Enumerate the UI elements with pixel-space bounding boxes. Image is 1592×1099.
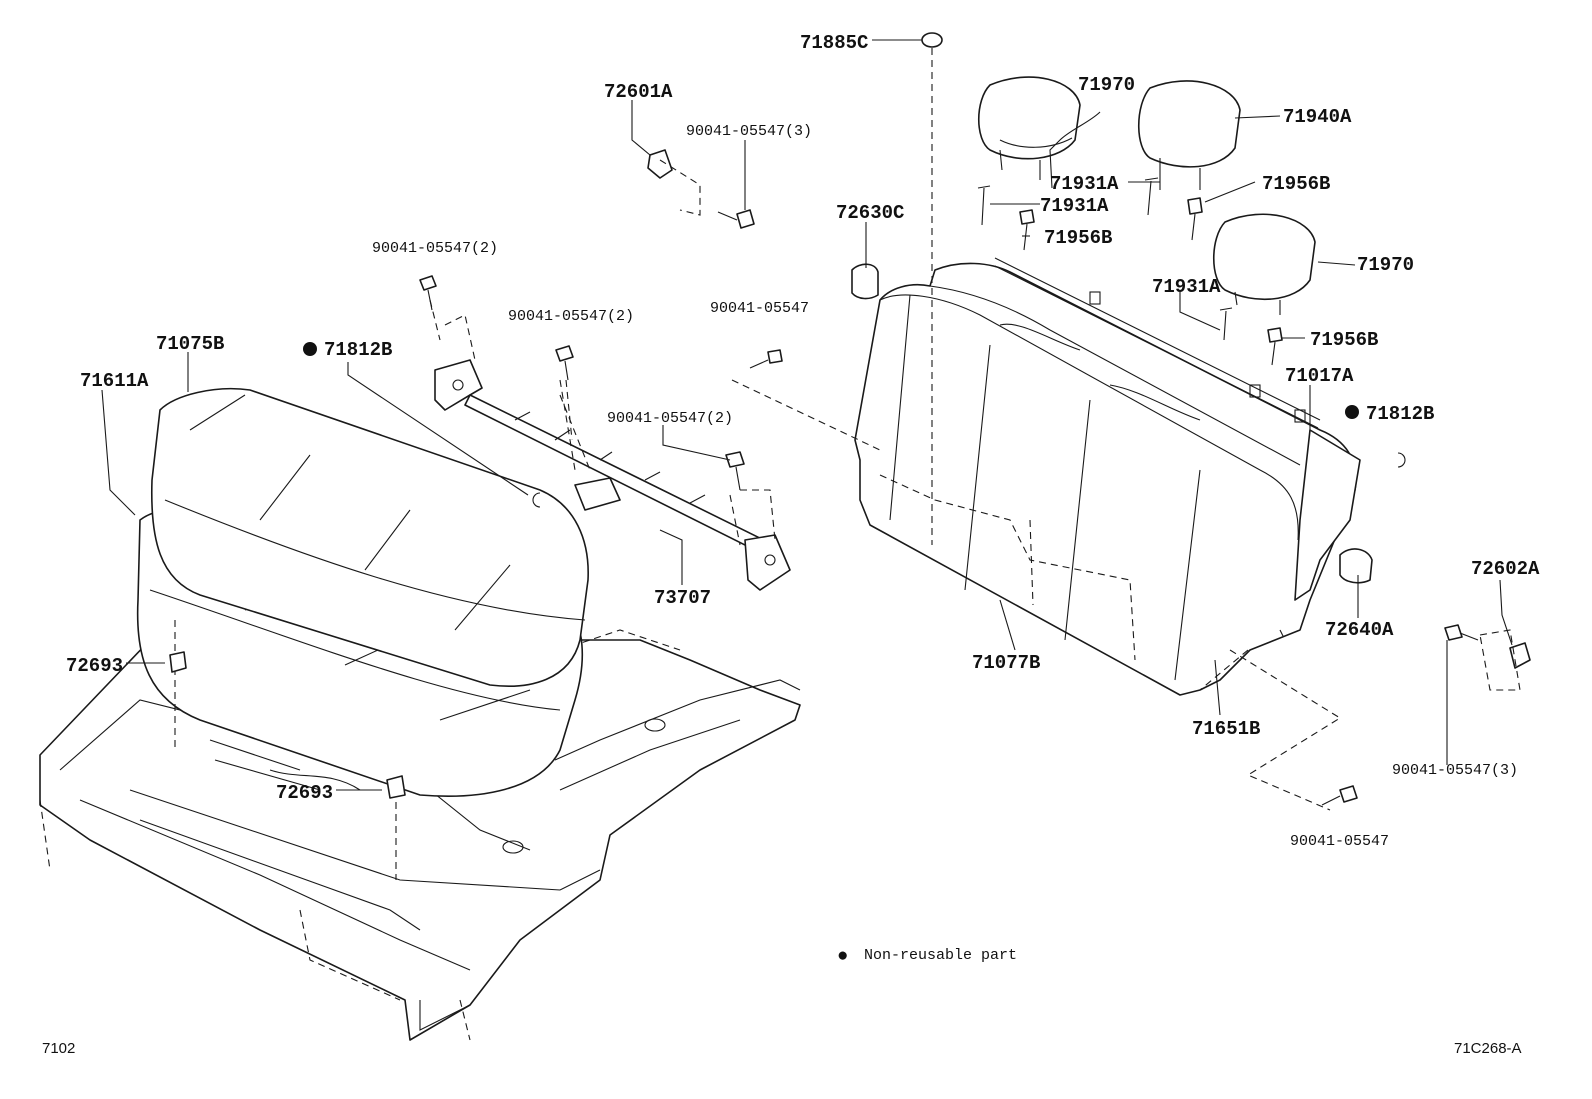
label-71812B-right: 71812B — [1366, 403, 1434, 425]
bolt-icon-center — [749, 349, 783, 369]
label-71075B: 71075B — [156, 333, 224, 355]
label-71611A: 71611A — [80, 370, 149, 392]
bolt-icon-top-left — [419, 275, 437, 311]
headrest-supports-drawing — [921, 32, 1283, 366]
bolt-icon-lower-center — [725, 451, 745, 491]
label-73707: 73707 — [654, 587, 711, 609]
non-reusable-marker-icon — [1345, 405, 1359, 419]
label-72602A: 72602A — [1471, 558, 1540, 580]
label-72640A: 72640A — [1325, 619, 1394, 641]
label-72601A: 72601A — [604, 81, 673, 103]
label-71077B: 71077B — [972, 652, 1040, 674]
label-71970-left: 71970 — [1078, 74, 1135, 96]
label-90041-05547-bottom: 90041-05547 — [1290, 833, 1389, 850]
label-72693-upper: 72693 — [66, 655, 123, 677]
seat-back-drawing — [854, 257, 1406, 696]
label-90041-05547-2-mid: 90041-05547(2) — [508, 308, 634, 325]
non-reusable-marker-icon — [303, 342, 317, 356]
label-90041-05547-2-top: 90041-05547(2) — [372, 240, 498, 257]
label-90041-05547-3-top: 90041-05547(3) — [686, 123, 812, 140]
bracket-72601A-drawing — [647, 149, 701, 216]
headrest-71970-right — [1212, 213, 1316, 315]
label-71970-right: 71970 — [1357, 254, 1414, 276]
label-71956B-c: 71956B — [1310, 329, 1378, 351]
legend: ● Non-reusable part — [837, 945, 1017, 967]
label-71885C: 71885C — [800, 32, 868, 54]
legend-marker: ● — [837, 945, 848, 967]
label-71956B-b: 71956B — [1044, 227, 1112, 249]
bolt-icon-top-center — [717, 209, 755, 229]
label-71931A-b: 71931A — [1040, 195, 1109, 217]
clip-72693-drawings — [169, 651, 406, 799]
bolt-icon-mid-left — [555, 345, 574, 381]
label-90041-05547-3-right: 90041-05547(3) — [1392, 762, 1518, 779]
legend-text: Non-reusable part — [864, 947, 1017, 964]
label-90041-05547-2-lower: 90041-05547(2) — [607, 410, 733, 427]
bracket-72602A-drawing — [1479, 629, 1531, 691]
label-71940A: 71940A — [1283, 106, 1352, 128]
bolt-icon-right — [1444, 624, 1479, 641]
part-labels: 71885C 72601A 90041-05547(3) 71970 71940… — [66, 32, 1540, 850]
hinge-cover-72640A-drawing — [1339, 548, 1373, 584]
label-71017A: 71017A — [1285, 365, 1354, 387]
label-71812B-left: 71812B — [324, 339, 392, 361]
hinge-frame-drawing — [434, 314, 791, 591]
footer-right-code: 71C268-A — [1454, 1040, 1522, 1057]
label-72693-lower: 72693 — [276, 782, 333, 804]
seat-cushion-drawing — [136, 387, 589, 797]
hinge-cover-72630C-drawing — [851, 263, 879, 300]
label-71651B: 71651B — [1192, 718, 1260, 740]
label-71931A-a: 71931A — [1050, 173, 1119, 195]
headrest-71940A — [1137, 80, 1241, 190]
label-71956B-a: 71956B — [1262, 173, 1330, 195]
bolt-icon-bottom-right — [1321, 785, 1358, 806]
footer-left-code: 7102 — [42, 1040, 75, 1057]
label-71931A-c: 71931A — [1152, 276, 1221, 298]
label-72630C: 72630C — [836, 202, 904, 224]
leader-lines — [101, 39, 1513, 880]
label-90041-05547-center: 90041-05547 — [710, 300, 809, 317]
headrest-71970-left — [978, 76, 1081, 180]
